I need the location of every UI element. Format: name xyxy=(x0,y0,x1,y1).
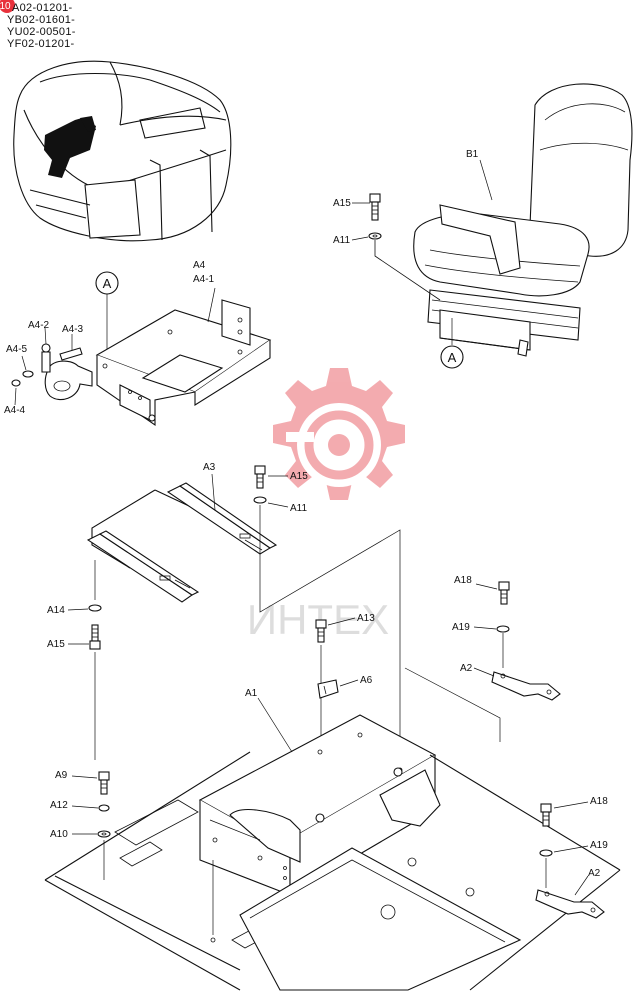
clip-A6 xyxy=(317,679,339,699)
floor-plate xyxy=(44,751,621,991)
bolt-A15-left xyxy=(89,624,101,650)
model-code-2: YB02-01601- xyxy=(7,14,75,26)
label-A4-3: A4-3 xyxy=(62,324,84,335)
label-B1: B1 xyxy=(466,149,479,160)
washer-A14 xyxy=(88,604,102,612)
operator-seat-illustration xyxy=(413,83,633,357)
label-A19-bot: A19 xyxy=(590,840,608,851)
washer-A19-bot xyxy=(539,849,553,857)
label-A12: A12 xyxy=(50,800,68,811)
label-A11-top: A11 xyxy=(333,235,350,246)
bracket-A2-top xyxy=(491,671,561,701)
model-code-3: YU02-00501- xyxy=(7,26,76,38)
callout-A-seat: A xyxy=(440,318,464,369)
nut-A4-4 xyxy=(11,379,21,387)
bolt-A18-bot xyxy=(540,803,552,827)
label-A4-4: A4-4 xyxy=(4,405,26,416)
bracket-A2-bot xyxy=(535,889,605,919)
bolt-A15-top xyxy=(369,193,381,221)
cab-overview-illustration xyxy=(13,60,232,242)
washer-A10 xyxy=(97,830,111,838)
watermark-gear-logo xyxy=(273,368,405,500)
label-A4-2: A4-2 xyxy=(28,320,50,331)
frame-A1 xyxy=(198,714,441,896)
label-A11-mid: A11 xyxy=(290,503,307,514)
washer-A11-top xyxy=(368,232,382,240)
label-A14: A14 xyxy=(47,605,65,616)
label-A6: A6 xyxy=(360,675,373,686)
washer-A11-mid xyxy=(253,496,267,504)
label-A2-top: A2 xyxy=(460,663,473,674)
model-code-1: A02-01201- xyxy=(12,2,73,14)
callout-A-seat-label: A xyxy=(448,350,457,365)
bolt-A18-top xyxy=(498,581,510,605)
label-A18-bot: A18 xyxy=(590,796,608,807)
callout-A-bracket: A xyxy=(95,271,119,365)
label-A13: A13 xyxy=(357,613,375,624)
label-A15-top: A15 xyxy=(333,198,351,209)
latch-A4-sub xyxy=(41,343,93,401)
label-A15-mid: A15 xyxy=(290,471,308,482)
label-A9: A9 xyxy=(55,770,68,781)
model-code-4: YF02-01201- xyxy=(7,38,75,50)
label-A4-1: A4-1 xyxy=(193,274,215,285)
label-A4: A4 xyxy=(193,260,206,271)
bolt-A9 xyxy=(98,771,110,795)
label-A3: A3 xyxy=(203,462,216,473)
page-badge: 10 xyxy=(0,0,15,13)
bolt-A15-mid xyxy=(254,465,266,489)
washer-A4-5 xyxy=(22,370,34,378)
callout-A-bracket-label: A xyxy=(103,276,112,291)
label-A1: A1 xyxy=(245,688,258,699)
label-A15-left: A15 xyxy=(47,639,65,650)
page-badge-number: 10 xyxy=(0,1,11,12)
washer-A19-top xyxy=(496,625,510,633)
bracket-A4 xyxy=(95,299,272,427)
label-A19-top: A19 xyxy=(452,622,470,633)
label-A4-5: A4-5 xyxy=(6,344,28,355)
bolt-A13 xyxy=(315,619,327,643)
label-A18-top: A18 xyxy=(454,575,472,586)
washer-A12 xyxy=(98,804,110,812)
label-A10: A10 xyxy=(50,829,68,840)
label-A2-bot: A2 xyxy=(588,868,601,879)
slide-rail-A3 xyxy=(86,482,278,603)
